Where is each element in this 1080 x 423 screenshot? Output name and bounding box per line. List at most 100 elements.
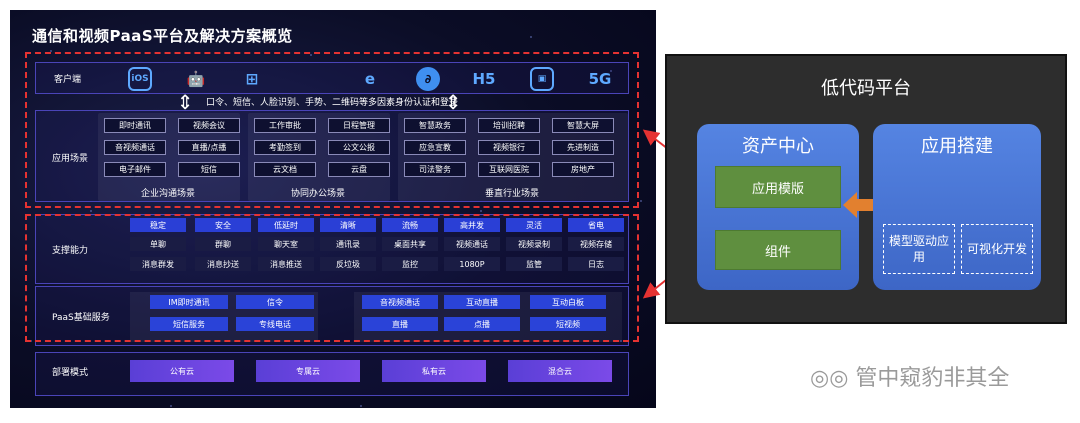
low-code-platform-panel: 低代码平台 资产中心 应用模版 组件 应用搭建 模型驱动应用 可视化开发 (665, 54, 1067, 324)
low-code-title: 低代码平台 (821, 78, 911, 99)
scene-item: 司法警务 (404, 162, 466, 177)
support-cell: 1080P (444, 257, 500, 271)
star (360, 405, 362, 407)
support-cell: 单聊 (130, 237, 186, 251)
paas-label: PaaS基础服务 (52, 313, 110, 323)
support-header: 低延时 (258, 218, 314, 232)
star (310, 54, 312, 56)
paas-item: IM即时通讯 (150, 295, 228, 309)
star (90, 210, 92, 212)
scene-item: 视频会议 (178, 118, 240, 133)
support-cell: 通讯录 (320, 237, 376, 251)
asset-center-title: 资产中心 (742, 136, 814, 157)
watermark-text: 管中窥豹非其全 (855, 366, 1010, 391)
scene-item: 培训招聘 (478, 118, 540, 133)
support-cell: 视频录制 (506, 237, 562, 251)
app-template-box: 应用模版 (715, 166, 841, 208)
support-label: 支撑能力 (52, 246, 89, 256)
auth-text: 口令、短信、人脸识别、手势、二维码等多因素身份认证和登录 (206, 98, 459, 108)
scene-item: 云盘 (328, 162, 390, 177)
scene-item: 短信 (178, 162, 240, 177)
scene-item: 音视频通话 (104, 140, 166, 155)
support-header: 高并发 (444, 218, 500, 232)
star (640, 200, 642, 202)
support-header: 稳定 (130, 218, 186, 232)
paas-item: 短视频 (530, 317, 606, 331)
scene-item: 公文公报 (328, 140, 390, 155)
page-title: 通信和视频PaaS平台及解决方案概览 (32, 27, 293, 45)
paas-item: 互动白板 (530, 295, 606, 309)
model-driven-box: 模型驱动应用 (883, 224, 955, 274)
scene-item: 直播/点播 (178, 140, 240, 155)
star (130, 40, 132, 42)
paas-overview-panel: 通信和视频PaaS平台及解决方案概览 客户端 iOS🤖⊞e∂H5▣5G ⇕ 口令… (10, 10, 656, 408)
asset-center-box: 资产中心 应用模版 组件 (697, 124, 859, 290)
visual-dev-box: 可视化开发 (961, 224, 1033, 274)
scene-group-caption: 协同办公场景 (291, 189, 346, 199)
highlight-frame-top (25, 52, 639, 208)
star (610, 70, 612, 72)
scene-group-caption: 企业沟通场景 (141, 189, 196, 199)
support-cell: 监管 (506, 257, 562, 271)
watermark: ◎◎ 管中窥豹非其全 (810, 360, 1009, 392)
scene-item: 视频银行 (478, 140, 540, 155)
scene-item: 房地产 (552, 162, 614, 177)
scene-label: 应用场景 (52, 154, 89, 164)
support-header: 灵活 (506, 218, 562, 232)
deploy-label: 部署模式 (52, 368, 89, 378)
scene-item: 日程管理 (328, 118, 390, 133)
up-down-arrow-icon: ⇕ (176, 90, 194, 114)
scene-item: 考勤签到 (254, 140, 316, 155)
paas-item: 信令 (236, 295, 314, 309)
support-header: 流畅 (382, 218, 438, 232)
mini-program-icon: ∂ (416, 67, 440, 91)
device-icon: ▣ (530, 67, 554, 91)
deploy-item: 私有云 (382, 360, 486, 382)
windows-icon: ⊞ (245, 70, 259, 88)
support-cell: 桌面共享 (382, 237, 438, 251)
deploy-item: 专属云 (256, 360, 360, 382)
support-cell: 反垃圾 (320, 257, 376, 271)
star (170, 405, 172, 407)
paas-item: 音视频通话 (362, 295, 438, 309)
support-cell: 消息群发 (130, 257, 186, 271)
support-header: 清晰 (320, 218, 376, 232)
support-cell: 视频存储 (568, 237, 624, 251)
support-cell: 日志 (568, 257, 624, 271)
support-cell: 视频通话 (444, 237, 500, 251)
star (50, 50, 52, 52)
component-box: 组件 (715, 230, 841, 270)
paas-item: 短信服务 (150, 317, 228, 331)
app-build-title: 应用搭建 (921, 136, 993, 157)
html5-icon: H5 (472, 70, 496, 88)
paas-item: 直播 (362, 317, 438, 331)
scene-item: 电子邮件 (104, 162, 166, 177)
deploy-item: 混合云 (508, 360, 612, 382)
star (480, 210, 482, 212)
browser-icon: e (364, 70, 376, 88)
paas-item: 互动直播 (444, 295, 520, 309)
app-build-box: 应用搭建 模型驱动应用 可视化开发 (873, 124, 1041, 290)
support-cell: 消息推送 (258, 257, 314, 271)
scene-item: 互联网医院 (478, 162, 540, 177)
scene-item: 即时通讯 (104, 118, 166, 133)
support-header: 安全 (195, 218, 251, 232)
deploy-item: 公有云 (130, 360, 234, 382)
scene-item: 智慧政务 (404, 118, 466, 133)
star (530, 36, 532, 38)
ios-icon: iOS (128, 67, 152, 91)
scene-item: 工作审批 (254, 118, 316, 133)
support-header: 省电 (568, 218, 624, 232)
scene-item: 应急宣教 (404, 140, 466, 155)
up-down-arrow-icon: ⇕ (444, 90, 462, 114)
scene-group-caption: 垂直行业场景 (485, 189, 540, 199)
scene-item: 云文档 (254, 162, 316, 177)
client-label: 客户端 (54, 75, 82, 85)
scene-item: 先进制造 (552, 140, 614, 155)
support-cell: 监控 (382, 257, 438, 271)
support-cell: 聊天室 (258, 237, 314, 251)
paas-item: 点播 (444, 317, 520, 331)
5g-icon: 5G (588, 70, 612, 88)
support-cell: 群聊 (195, 237, 251, 251)
support-cell: 消息抄送 (195, 257, 251, 271)
